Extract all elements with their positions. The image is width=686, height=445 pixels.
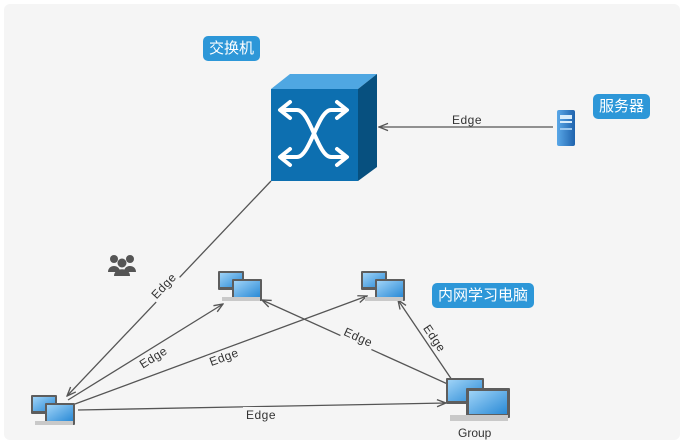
pc-node-middle[interactable] <box>218 271 262 301</box>
server-slot-icon <box>560 115 572 119</box>
switch-arrows-icon <box>278 100 349 167</box>
edge-label-group-to-pc-mid: Edge <box>342 325 375 350</box>
computer-icon <box>361 271 405 301</box>
switch-top-face <box>271 74 377 89</box>
server-slot-icon <box>560 121 572 123</box>
pc-node-right[interactable] <box>361 271 405 301</box>
edge-label-pc-to-pc-right: Edge <box>207 345 240 368</box>
group-node[interactable]: Group <box>446 378 510 440</box>
server-badge[interactable]: 服务器 <box>593 94 651 119</box>
server-slot-icon <box>560 128 572 130</box>
switch-node[interactable] <box>271 74 377 181</box>
pc-node-bottom-left[interactable] <box>31 395 75 425</box>
intranet-badge[interactable]: 内网学习电脑 <box>432 283 535 308</box>
edge-label-pc-to-group: Edge <box>246 408 276 422</box>
edge-group-to-pc-right[interactable] <box>398 300 453 381</box>
edge-pc-to-pc-right[interactable] <box>74 296 367 405</box>
server-node[interactable] <box>557 110 575 146</box>
computer-group-icon <box>446 378 510 421</box>
computer-icon <box>218 271 262 301</box>
edge-label-server-to-switch: Edge <box>452 113 482 127</box>
edge-pc-to-pc-mid[interactable] <box>67 304 223 401</box>
users-group-icon <box>108 255 136 276</box>
switch-badge[interactable]: 交换机 <box>203 36 261 61</box>
switch-side-face <box>358 74 377 181</box>
group-label: Group <box>458 426 492 440</box>
edge-pc-to-group[interactable] <box>77 403 446 411</box>
computer-icon <box>31 395 75 425</box>
